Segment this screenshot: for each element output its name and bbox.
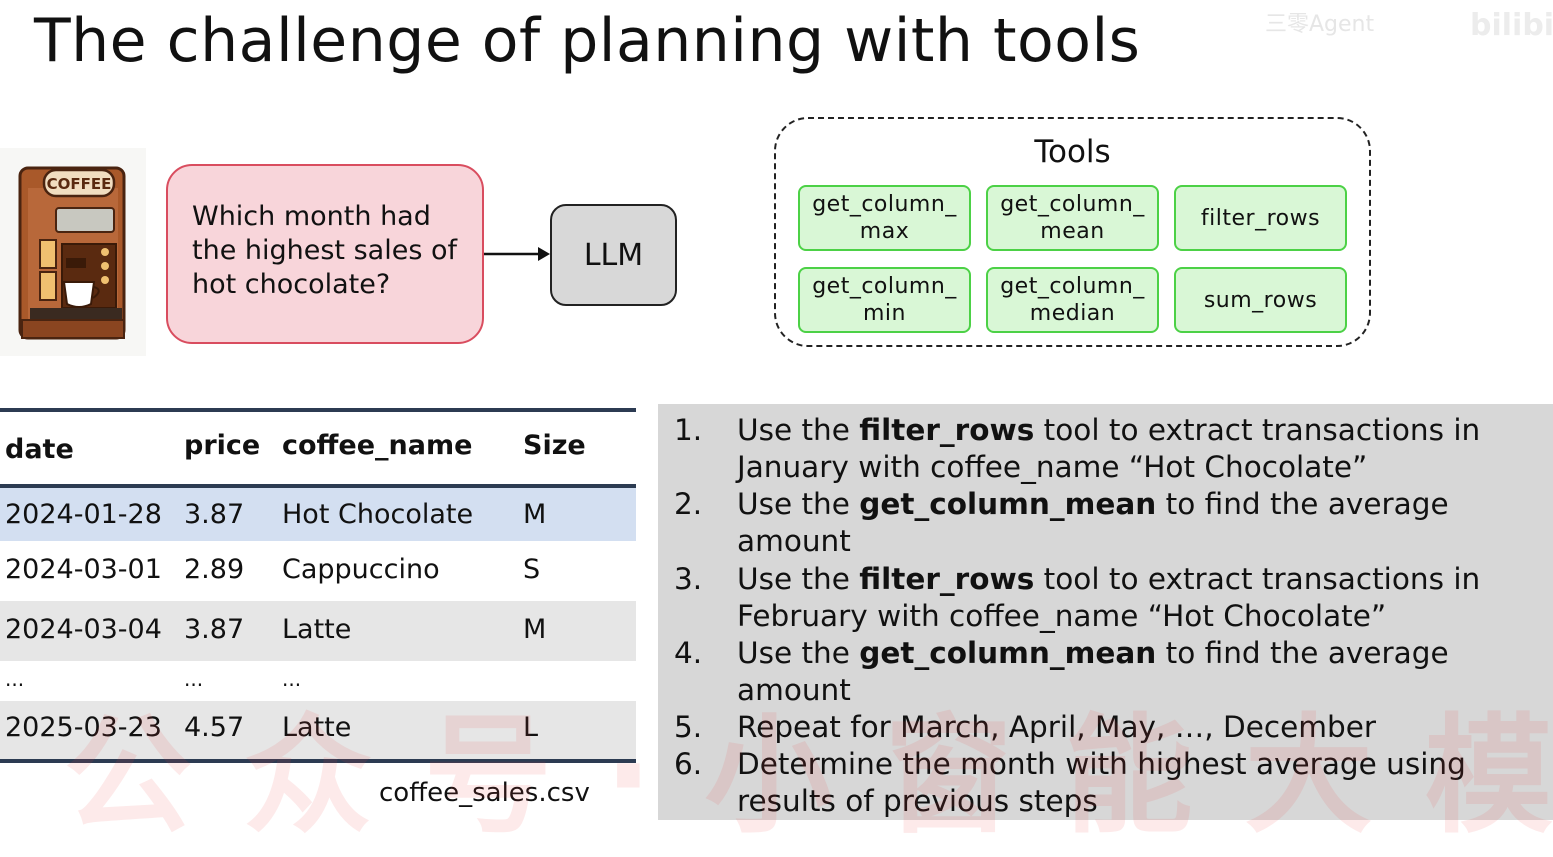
tool-get-column-min: get_column_min — [798, 267, 971, 333]
tool-get-column-mean: get_column_mean — [986, 185, 1159, 251]
table-cell: Latte — [282, 614, 352, 645]
step-text: Use the — [737, 413, 860, 447]
tool-label-line: min — [863, 301, 906, 326]
step-text: Use the — [737, 562, 860, 596]
step-text: to find the average amount — [737, 487, 1449, 558]
table-cell: 3.87 — [184, 614, 245, 645]
table-cell: Cappuccino — [282, 554, 440, 585]
tool-label-line: mean — [1040, 219, 1105, 244]
step-number: 2. — [674, 487, 703, 521]
step-tool-name: get_column_mean — [859, 636, 1157, 670]
table-header-coffee-name: coffee_name — [282, 430, 473, 461]
table-cell: 2024-01-28 — [5, 499, 162, 530]
table-rule-bottom — [0, 759, 636, 763]
table-cell: Latte — [282, 712, 352, 743]
tool-label-line: median — [1029, 301, 1116, 326]
coffee-machine-icon: COFFEE — [0, 148, 146, 356]
table-row: 2025-03-23 4.57 Latte L — [0, 701, 636, 759]
tool-label-line: sum_rows — [1203, 287, 1318, 313]
table-header-row: date price coffee_name Size — [0, 412, 636, 484]
table-cell: Hot Chocolate — [282, 499, 474, 530]
question-line: Which month had — [192, 201, 431, 232]
arrow-right-icon — [484, 247, 550, 261]
step-number: 5. — [674, 710, 703, 744]
plan-steps-panel: 1. Use the filter_rows tool to extract t… — [658, 404, 1553, 820]
step-tool-name: filter_rows — [859, 413, 1035, 447]
coffee-machine-label: COFFEE — [47, 175, 112, 193]
table-row: ... ... ... — [0, 661, 636, 701]
step-number: 6. — [674, 747, 703, 781]
step-tool-name: filter_rows — [859, 562, 1035, 596]
question-box: Which month had the highest sales of hot… — [166, 164, 484, 344]
step-text: tool to extract transactions in February… — [737, 562, 1481, 633]
table-cell: M — [523, 614, 547, 645]
watermark-top: 三零Agent — [1265, 12, 1375, 37]
tool-filter-rows: filter_rows — [1174, 185, 1347, 251]
question-line: hot chocolate? — [192, 269, 391, 300]
table-cell: 2024-03-04 — [5, 614, 162, 645]
step-number: 1. — [674, 413, 703, 447]
table-header-price: price — [184, 430, 261, 461]
table-row: 2024-03-04 3.87 Latte M — [0, 601, 636, 661]
step-text: Determine the month with highest average… — [737, 747, 1466, 818]
table-rule-top — [0, 408, 636, 412]
table-header-size: Size — [523, 430, 586, 461]
tool-label-line: get_column_ — [812, 192, 957, 217]
table-row: 2024-01-28 3.87 Hot Chocolate M — [0, 488, 636, 541]
step-number: 3. — [674, 562, 703, 596]
tool-label-line: max — [859, 219, 910, 244]
step-text: to find the average amount — [737, 636, 1449, 707]
table-cell: M — [523, 499, 547, 530]
llm-box: LLM — [550, 204, 677, 306]
tool-get-column-median: get_column_median — [986, 267, 1159, 333]
table-header-date: date — [5, 434, 74, 465]
tool-get-column-max: get_column_max — [798, 185, 971, 251]
table-cell: 3.87 — [184, 499, 245, 530]
tool-label-line: get_column_ — [1000, 192, 1145, 217]
step-tool-name: get_column_mean — [859, 487, 1157, 521]
table-cell: 2025-03-23 — [5, 712, 162, 743]
table-cell: ... — [5, 667, 25, 691]
step-number: 4. — [674, 636, 703, 670]
watermark-brand: bilibili — [1470, 8, 1553, 43]
tool-label-line: filter_rows — [1200, 205, 1321, 231]
table-cell: ... — [282, 667, 302, 691]
tool-sum-rows: sum_rows — [1174, 267, 1347, 333]
table-cell: L — [523, 712, 539, 743]
step-text: Repeat for March, April, May, …, Decembe… — [737, 710, 1376, 744]
table-cell: 2.89 — [184, 554, 245, 585]
step-text: Use the — [737, 487, 860, 521]
step-text: tool to extract transactions in January … — [737, 413, 1481, 484]
page-title: The challenge of planning with tools — [34, 6, 1141, 76]
table-cell: 4.57 — [184, 712, 245, 743]
table-rule-header — [0, 484, 636, 488]
table-cell: ... — [184, 667, 204, 691]
tools-title: Tools — [1034, 134, 1111, 170]
step-text: Use the — [737, 636, 860, 670]
tool-label-line: get_column_ — [812, 274, 957, 299]
table-row: 2024-03-01 2.89 Cappuccino S — [0, 541, 636, 601]
table-caption: coffee_sales.csv — [379, 778, 590, 808]
table-cell: S — [523, 554, 541, 585]
tools-panel: Tools get_column_max get_column_mean fil… — [774, 117, 1371, 347]
tool-label-line: get_column_ — [1000, 274, 1145, 299]
table-cell: 2024-03-01 — [5, 554, 162, 585]
question-line: the highest sales of — [192, 235, 458, 266]
